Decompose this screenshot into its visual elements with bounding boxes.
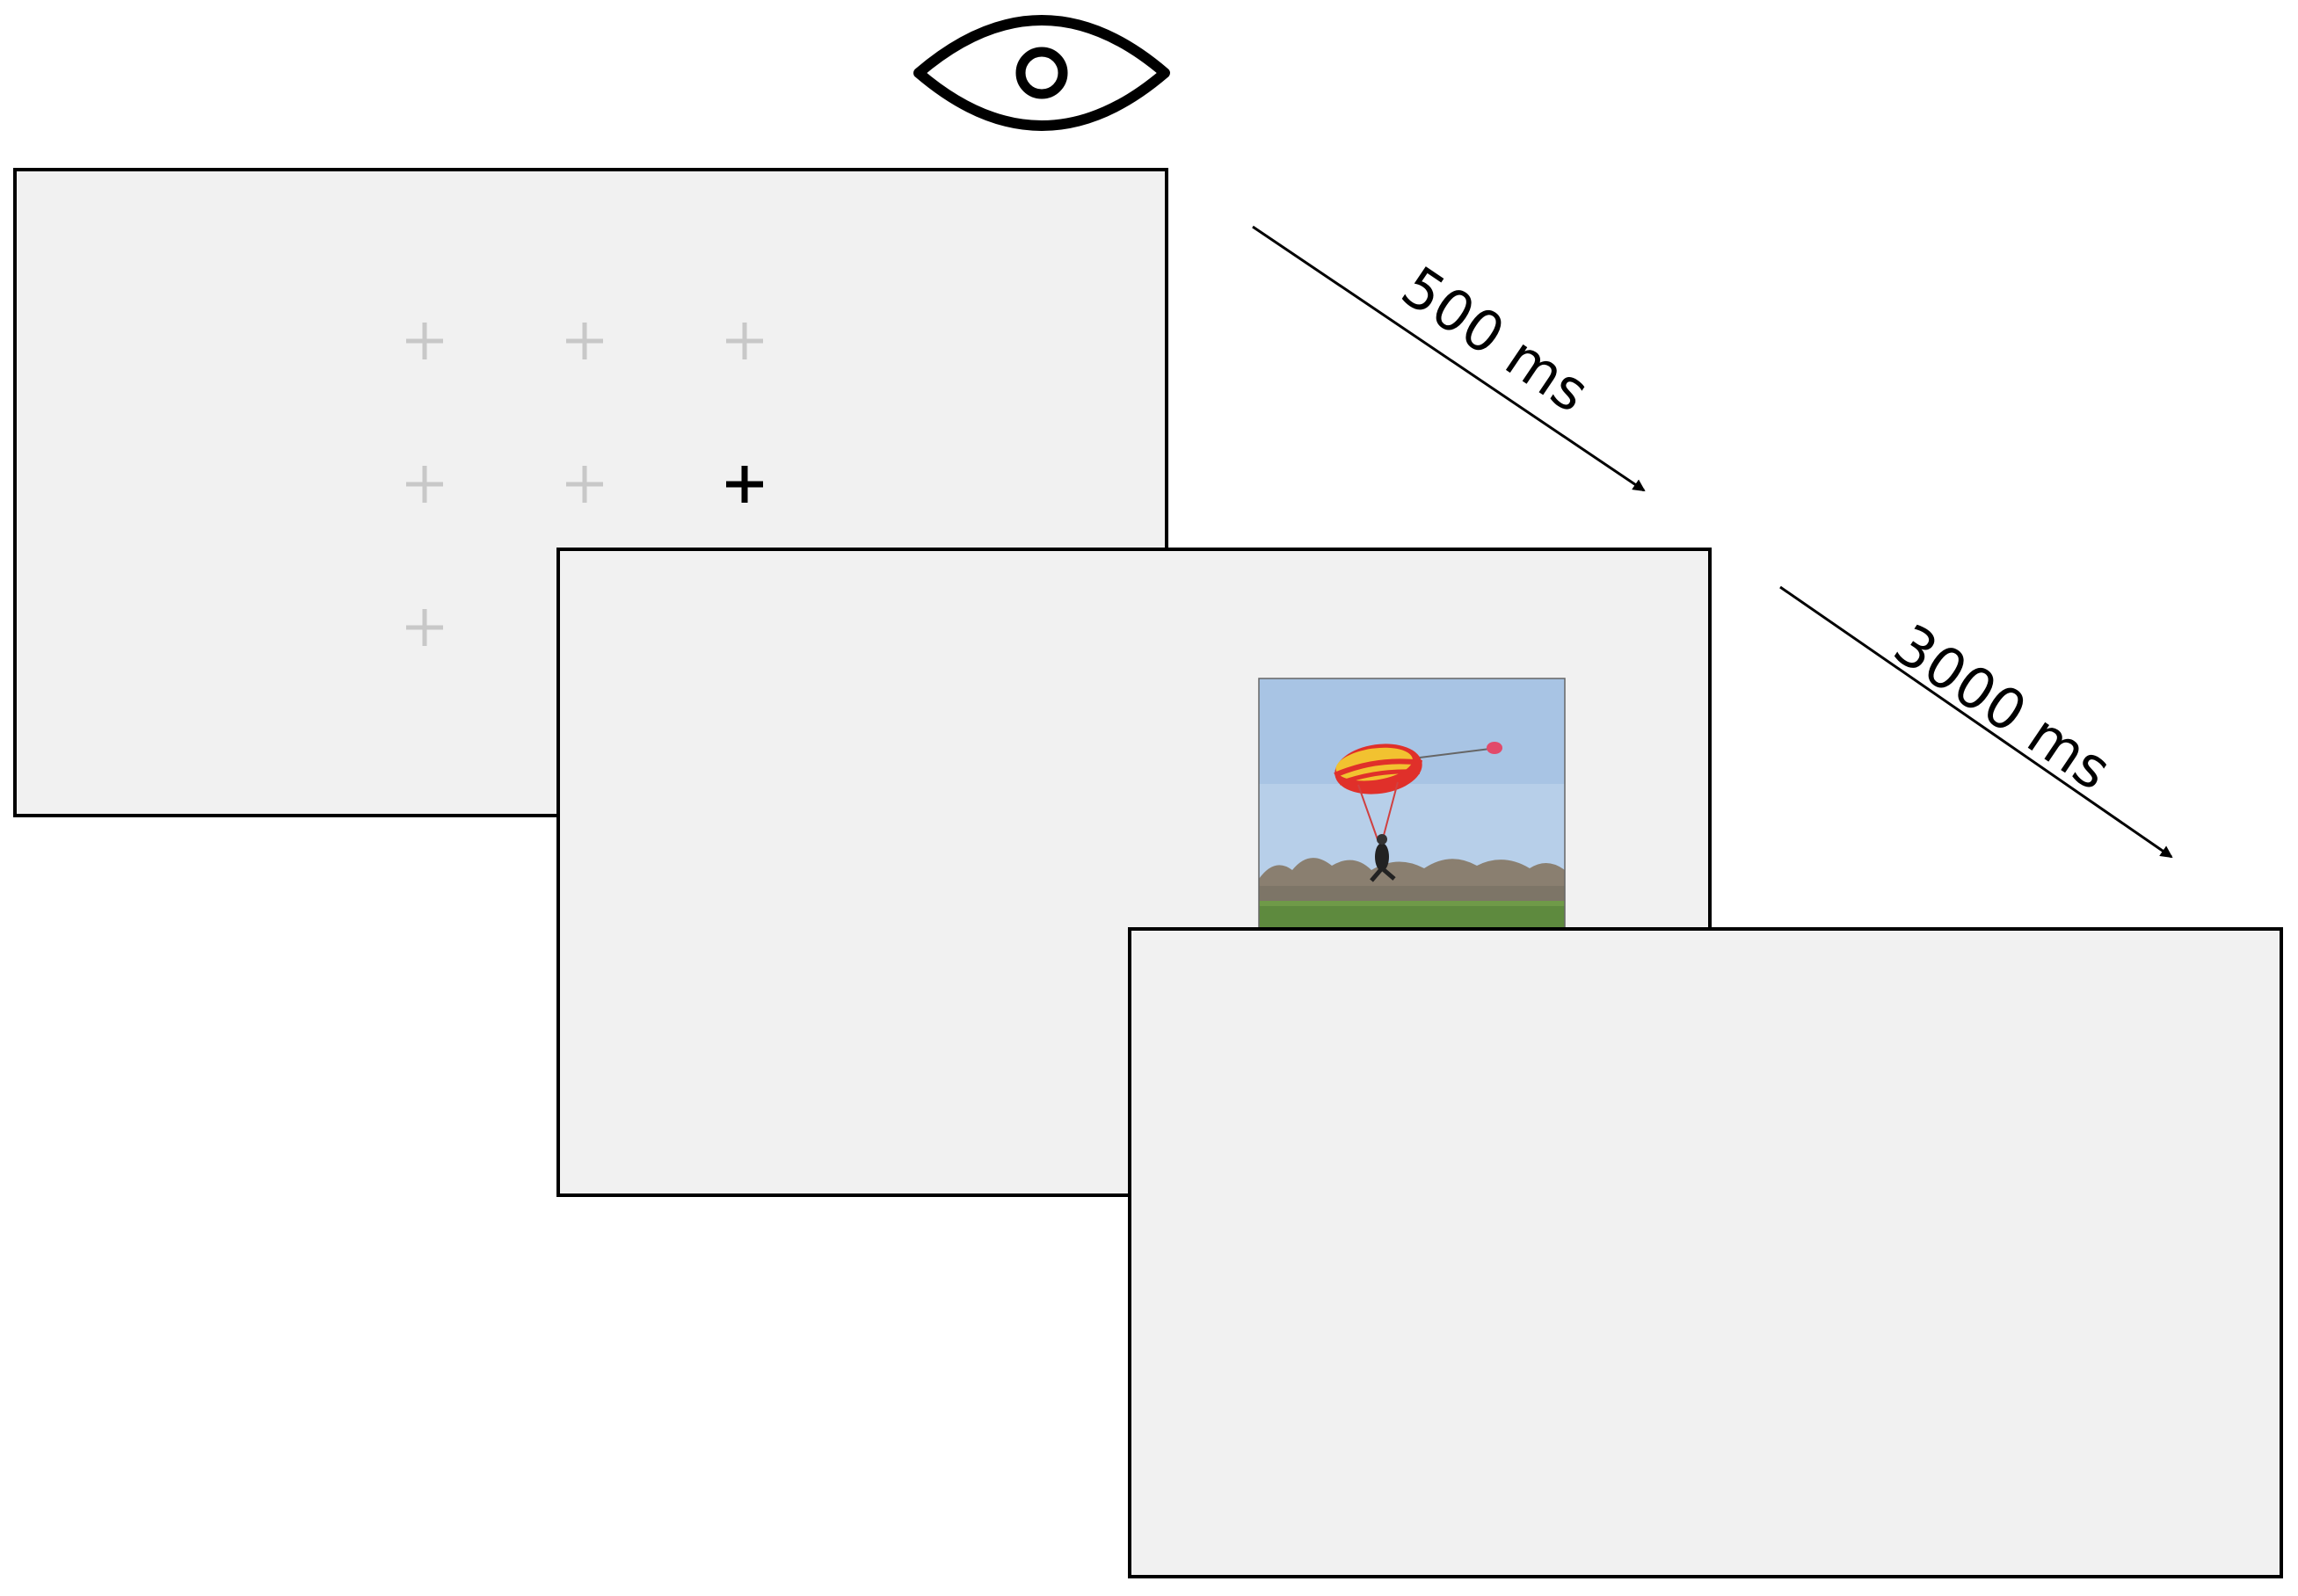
fixation-cross-icon <box>406 466 443 503</box>
fixation-cross-icon <box>566 323 603 359</box>
fixation-cross-icon <box>406 609 443 646</box>
blank-screen <box>1128 927 2283 1578</box>
arrow-icon <box>1252 225 1646 492</box>
active-fixation-cross-icon <box>726 466 763 503</box>
fixation-cross-icon <box>726 323 763 359</box>
transition-label-2: 3000 ms <box>1882 613 2122 803</box>
parachute-photo <box>1259 678 1565 932</box>
eye-icon <box>913 15 1170 131</box>
fixation-cross-icon <box>406 323 443 359</box>
fixation-cross-icon <box>566 466 603 503</box>
arrow-icon <box>1779 585 2173 859</box>
fixation-grid <box>406 323 763 646</box>
